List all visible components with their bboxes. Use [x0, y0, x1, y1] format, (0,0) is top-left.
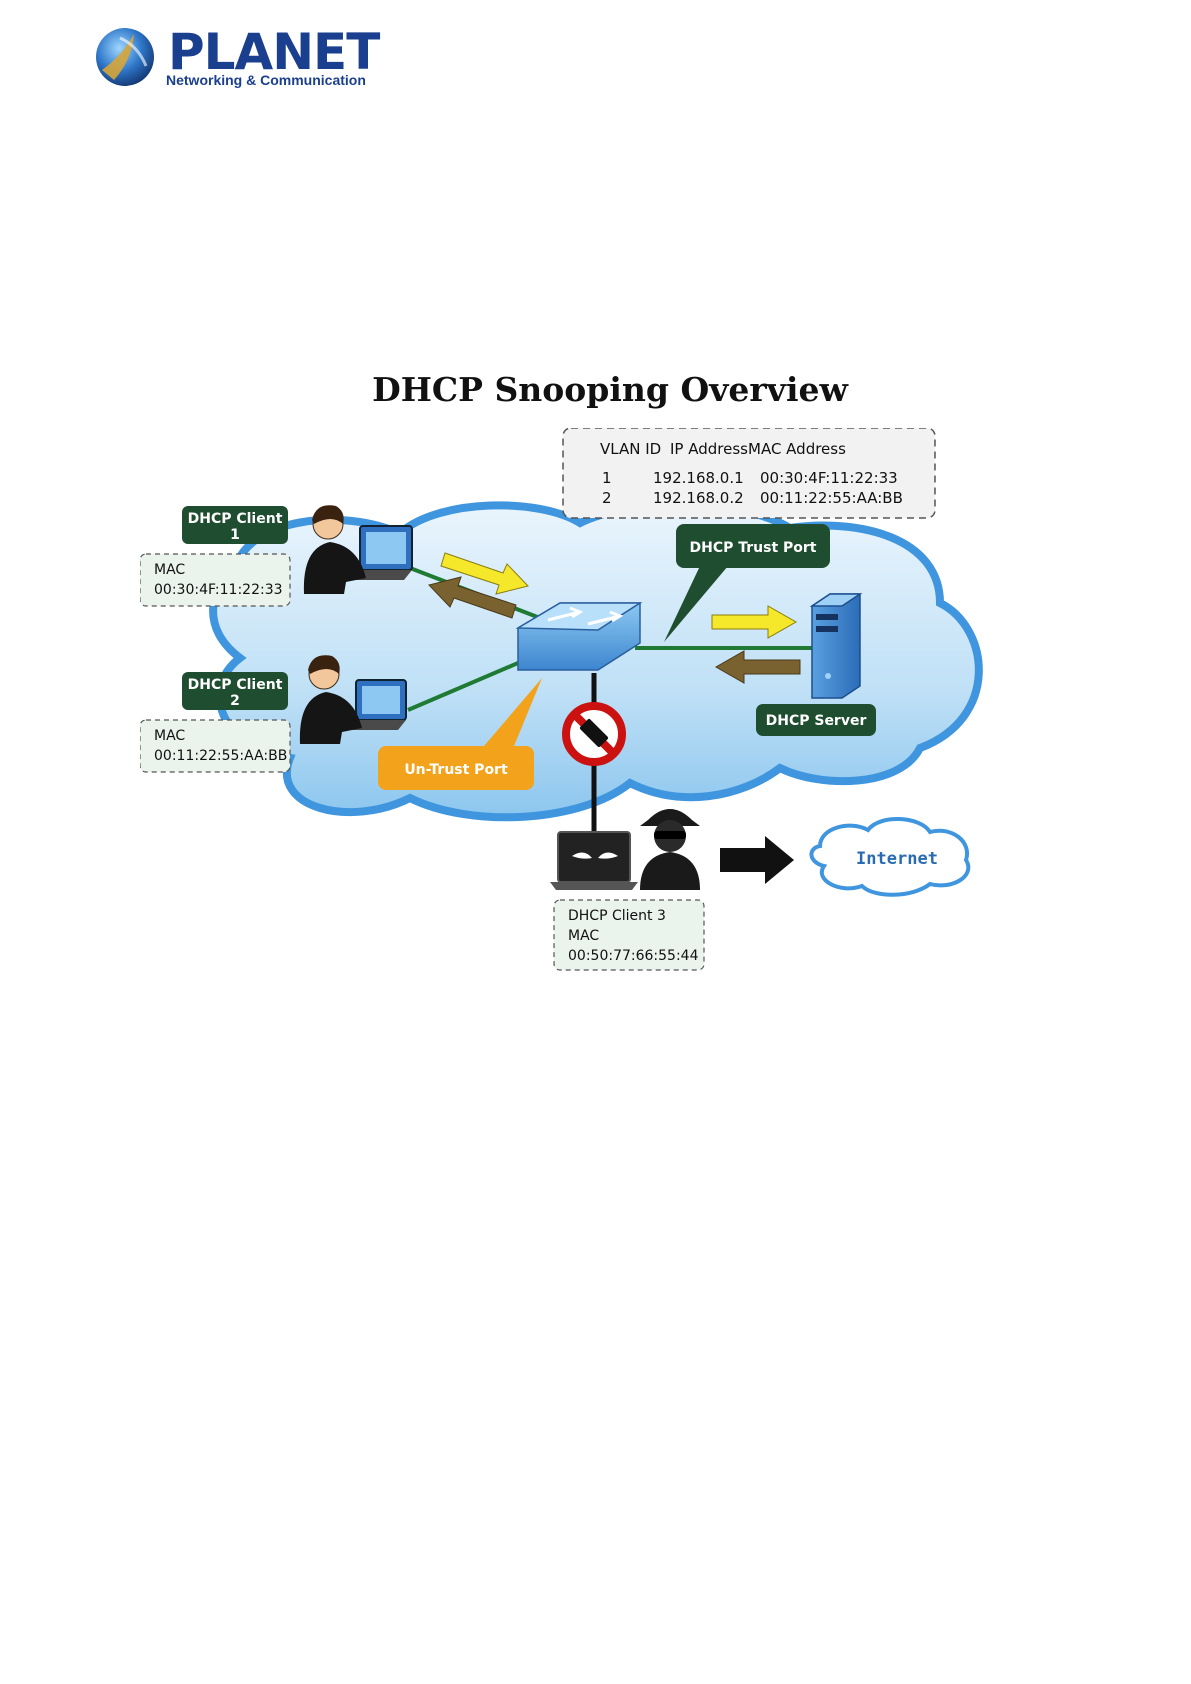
server-icon [809, 593, 863, 699]
client1-user-icon [303, 505, 413, 594]
client2-mac-box: MAC 00:11:22:55:AA:BB [140, 719, 291, 773]
client1-mac-label: MAC [154, 562, 185, 578]
row1-mac: 00:30:4F:11:22:33 [760, 469, 898, 487]
header-vlan-id: VLAN ID [600, 440, 661, 458]
client2-user-icon [299, 655, 407, 744]
trust-port-box [676, 524, 830, 568]
client3-name: DHCP Client 3 [568, 908, 666, 924]
row1-vlan: 1 [602, 469, 612, 487]
row2-ip: 192.168.0.2 [653, 489, 744, 507]
server-label: DHCP Server [756, 704, 876, 736]
binding-table-box [562, 428, 936, 519]
client3-mac-label: MAC [568, 928, 599, 944]
exfil-arrow-icon [720, 836, 794, 884]
client3-mac: 00:50:77:66:55:44 [568, 948, 699, 964]
client2-mac: 00:11:22:55:AA:BB [154, 748, 287, 764]
header-ip-address: IP Address [670, 440, 748, 458]
client1-mac-box: MAC 00:30:4F:11:22:33 [140, 553, 291, 607]
brand-tagline: Networking & Communication [166, 72, 366, 88]
planet-logo: PLANET Networking & Communication [94, 22, 380, 97]
client1-mac: 00:30:4F:11:22:33 [154, 582, 283, 598]
trust-port-label: DHCP Trust Port [689, 540, 816, 556]
hacker-icon [640, 809, 700, 890]
response-arrow-icon [714, 650, 801, 684]
diagram-title: DHCP Snooping Overview [372, 370, 848, 409]
client2-number: 2 [230, 693, 240, 709]
brand-name: PLANET [168, 23, 380, 81]
server-label-box [756, 704, 876, 736]
client3-info-box: DHCP Client 3 MAC 00:50:77:66:55:44 [553, 899, 705, 971]
globe-icon [96, 28, 154, 86]
request-arrow-icon [440, 552, 529, 595]
server-label-text: DHCP Server [766, 713, 867, 729]
client1-number: 1 [230, 527, 240, 543]
row2-mac: 00:11:22:55:AA:BB [760, 489, 903, 507]
blocked-icon [562, 702, 626, 766]
untrust-port-label: Un-Trust Port [404, 762, 508, 778]
header-mac-address: MAC Address [748, 440, 846, 458]
internet-cloud: Internet [809, 816, 971, 897]
client2-label-box [182, 672, 288, 710]
internet-label: Internet [856, 849, 938, 869]
row1-ip: 192.168.0.1 [653, 469, 744, 487]
binding-table: VLAN ID IP Address MAC Address 1 192.168… [562, 428, 936, 519]
client2-label: DHCP Client 2 [182, 672, 288, 710]
untrust-port-box [378, 746, 534, 790]
trust-port-callout: DHCP Trust Port [664, 524, 830, 642]
client2-name: DHCP Client [188, 677, 283, 693]
switch-icon [515, 602, 643, 671]
dhcp-snooping-diagram: VLAN ID IP Address MAC Address 1 192.168… [140, 428, 983, 971]
client1-name: DHCP Client [188, 511, 283, 527]
client2-mac-label: MAC [154, 728, 185, 744]
reply-arrow-icon [428, 576, 517, 619]
client1-label-box [182, 506, 288, 544]
row2-vlan: 2 [602, 489, 612, 507]
client2-link [407, 658, 526, 712]
hacker-laptop-icon [550, 831, 638, 890]
client1-label: DHCP Client 1 [182, 506, 288, 544]
forward-arrow-icon [711, 605, 798, 639]
untrust-port-callout: Un-Trust Port [378, 678, 542, 790]
